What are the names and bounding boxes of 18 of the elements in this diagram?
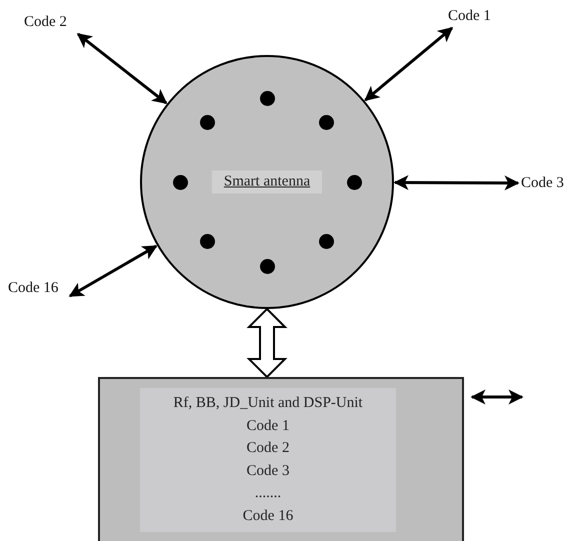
double-arrow [76, 32, 168, 104]
code-line: Code 16 [242, 506, 294, 526]
code-label: Code 1 [448, 7, 491, 25]
code-line: ....... [254, 484, 282, 503]
code-line: Code 2 [246, 439, 290, 458]
unit-title: Rf, BB, JD_Unit and DSP-Unit [172, 394, 364, 413]
double-block-arrow [246, 308, 288, 378]
double-arrow [470, 390, 524, 404]
code-line: Code 3 [246, 462, 290, 480]
double-arrow [68, 244, 158, 298]
unit-box [98, 377, 464, 541]
code-label: Code 2 [24, 13, 67, 31]
antenna-label: Smart antenna [212, 170, 322, 194]
code-line: Code 1 [246, 416, 290, 436]
double-arrow [394, 175, 520, 190]
double-arrow [364, 26, 454, 102]
code-label: Code 16 [8, 279, 58, 297]
code-label: Code 3 [521, 174, 564, 192]
